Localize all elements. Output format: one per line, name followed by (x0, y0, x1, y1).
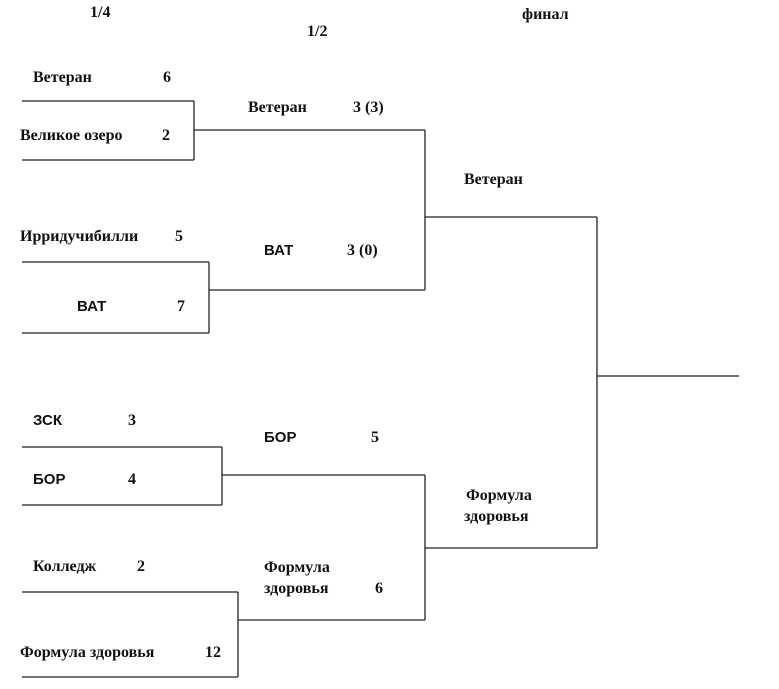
qf3-team2: БОР (33, 471, 66, 488)
round-header-final: финал (522, 6, 569, 23)
sf1-score: 3 (3) (353, 99, 384, 116)
sf3-team: БОР (264, 429, 297, 446)
sf3-score: 5 (371, 429, 379, 446)
final-team2-line1: Формула (466, 487, 532, 504)
qf2-team2: ВАТ (77, 298, 107, 315)
qf1-score2: 2 (162, 127, 170, 144)
sf4-team-line2: здоровья (264, 580, 329, 597)
qf2-score1: 5 (175, 228, 183, 245)
qf3-score1: 3 (128, 412, 136, 429)
qf1-score1: 6 (163, 69, 171, 86)
qf4-score1: 2 (137, 558, 145, 575)
final-team1: Ветеран (464, 171, 523, 188)
round-header-quarter: 1/4 (90, 4, 111, 21)
final-team2-line2: здоровья (464, 508, 529, 525)
qf3-team1: ЗСК (33, 412, 63, 429)
sf2-team: ВАТ (264, 242, 294, 259)
sf4-team-line1: Формула (264, 559, 330, 576)
round-header-semi: 1/2 (307, 23, 328, 40)
qf3-score2: 4 (128, 471, 136, 488)
qf4-team2: Формула здоровья (20, 644, 155, 661)
qf2-score2: 7 (177, 298, 185, 315)
qf4-score2: 12 (205, 644, 221, 661)
sf4-score: 6 (375, 580, 383, 597)
sf2-score: 3 (0) (347, 242, 378, 259)
sf1-team: Ветеран (248, 99, 307, 116)
qf4-team1: Колледж (33, 558, 97, 575)
qf1-team1: Ветеран (33, 69, 92, 86)
qf1-team2: Великое озеро (20, 127, 123, 144)
qf2-team1: Ирридучибилли (20, 228, 139, 245)
